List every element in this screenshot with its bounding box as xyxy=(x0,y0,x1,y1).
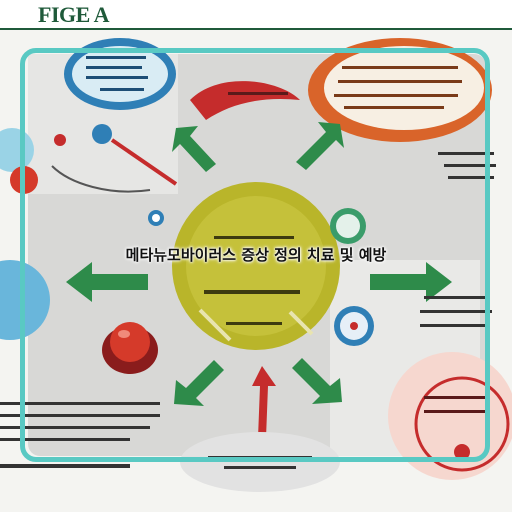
ball-icon xyxy=(102,322,158,374)
blob-icon xyxy=(10,166,38,194)
dial-icon xyxy=(330,208,374,346)
red-swoosh-icon xyxy=(190,81,300,120)
tool-icon xyxy=(51,124,178,226)
blob-icon xyxy=(0,128,34,172)
header-text: FIGE A xyxy=(38,2,109,27)
red-arrow-icon xyxy=(252,366,276,438)
caption-text: 메타뉴모바이러스 증상 정의 치료 및 예방 xyxy=(125,246,387,264)
text-marks-icon xyxy=(0,402,160,468)
text-marks-icon xyxy=(420,152,496,327)
green-arrow-icon xyxy=(66,122,452,406)
bottom-ellipse-icon xyxy=(180,432,340,492)
network-icon xyxy=(388,352,512,480)
header-banner: FIGE A xyxy=(0,0,512,30)
